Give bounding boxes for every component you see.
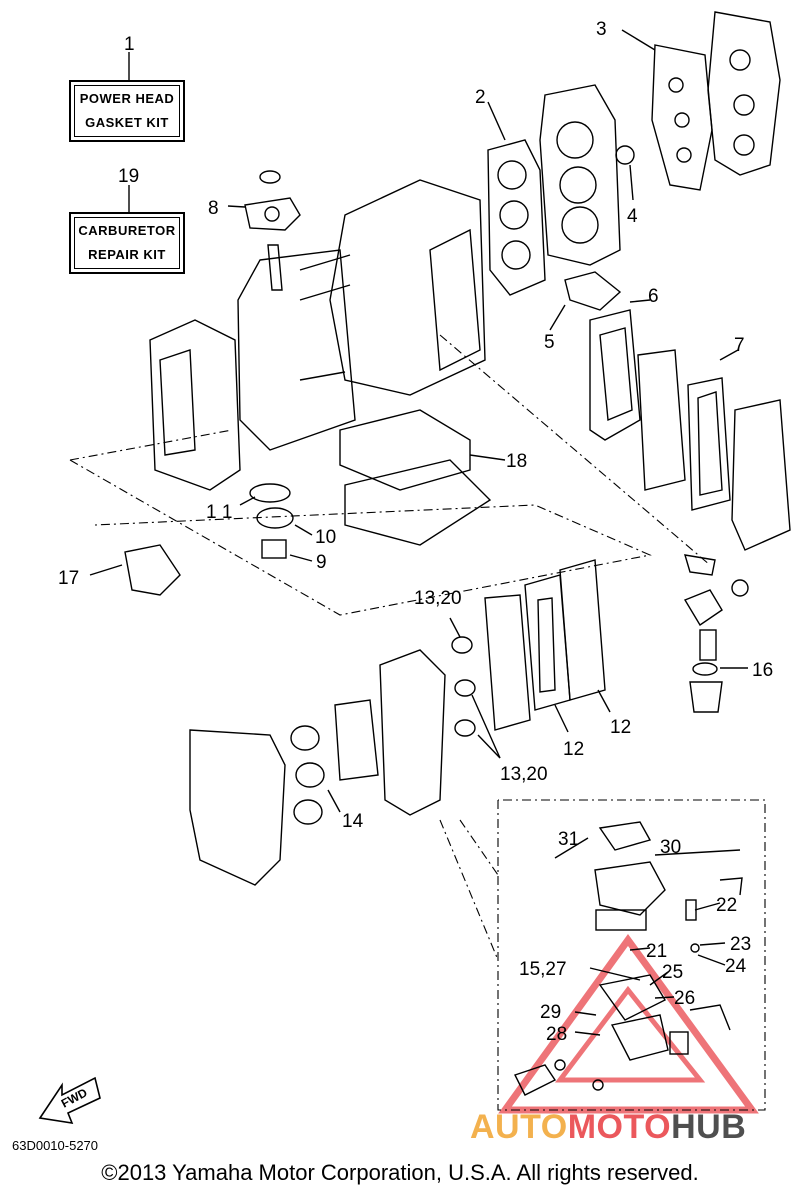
carburetor-detail [514, 821, 743, 1096]
callout-9: 9 [316, 552, 327, 573]
cylinder-block [237, 179, 486, 451]
callout-2: 2 [475, 87, 486, 108]
thermostat [615, 145, 635, 165]
callout-26: 26 [674, 988, 695, 1009]
callout-7: 7 [734, 335, 745, 356]
callout-18: 18 [506, 451, 527, 472]
o-ring [249, 483, 291, 503]
callout-4: 4 [627, 206, 638, 227]
watermark-logo: AUTOMOTOHUB [470, 1108, 746, 1147]
callout-28: 28 [546, 1024, 567, 1045]
callout-24: 24 [725, 956, 747, 977]
callout-31: 31 [558, 829, 579, 850]
callout-13-20-upper: 13,20 [414, 588, 462, 609]
callout-12a: 12 [610, 717, 631, 738]
fwd-arrow [38, 1076, 101, 1125]
power-head-gasket-kit-box: POWER HEAD GASKET KIT [69, 80, 185, 142]
callout-3: 3 [596, 19, 607, 40]
callout-14: 14 [342, 811, 364, 832]
anode-gasket [564, 271, 622, 311]
callout-19: 19 [118, 166, 139, 187]
gasket-rings [290, 725, 325, 825]
carburetor-repair-kit-box: CARBURETOR REPAIR KIT [69, 212, 185, 274]
exhaust-gasket [589, 309, 791, 551]
fuel-filter [683, 554, 749, 713]
cover-gasket [124, 544, 181, 596]
o-rings [451, 636, 476, 737]
oil-seal [256, 507, 294, 529]
bearing [261, 539, 287, 559]
copyright-notice: ©2013 Yamaha Motor Corporation, U.S.A. A… [101, 1160, 699, 1185]
callout-13-20-lower: 13,20 [500, 764, 548, 785]
power-head-kit-line1: POWER HEAD [79, 91, 175, 106]
callout-1: 1 [124, 34, 135, 55]
callout-21: 21 [646, 941, 667, 962]
carburetor-assembly [189, 649, 446, 886]
callout-22: 22 [716, 895, 737, 916]
base-gasket [339, 409, 492, 546]
cylinder-head [539, 84, 621, 266]
callout-16: 16 [752, 660, 773, 681]
callout-17: 17 [58, 568, 79, 589]
watermark-auto: AUTO [470, 1108, 568, 1146]
power-head-kit-line2: GASKET KIT [85, 115, 169, 130]
callout-15-27: 15,27 [519, 959, 567, 980]
callout-6: 6 [648, 286, 659, 307]
callout-8: 8 [208, 198, 219, 219]
callout-11: 1 1 [206, 502, 232, 523]
intake-gasket [484, 559, 606, 731]
exhaust-cover [149, 319, 241, 491]
fwd-label: FWD [59, 1085, 90, 1110]
callout-5: 5 [544, 332, 555, 353]
cylinder-head-cover [651, 11, 781, 191]
cylinder-head-gasket [487, 139, 546, 296]
callout-10: 10 [315, 527, 336, 548]
callout-29: 29 [540, 1002, 561, 1023]
callout-30: 30 [660, 837, 681, 858]
callout-25: 25 [662, 962, 683, 983]
watermark-hub: HUB [671, 1108, 747, 1146]
callout-23: 23 [730, 934, 751, 955]
part-code: 63D0010-5270 [12, 1138, 99, 1153]
callout-12b: 12 [563, 739, 584, 760]
watermark-moto: MOTO [567, 1108, 672, 1146]
carburetor-kit-line2: REPAIR KIT [88, 247, 166, 262]
carburetor-kit-line1: CARBURETOR [78, 223, 176, 238]
oil-seal-housing [244, 170, 301, 231]
